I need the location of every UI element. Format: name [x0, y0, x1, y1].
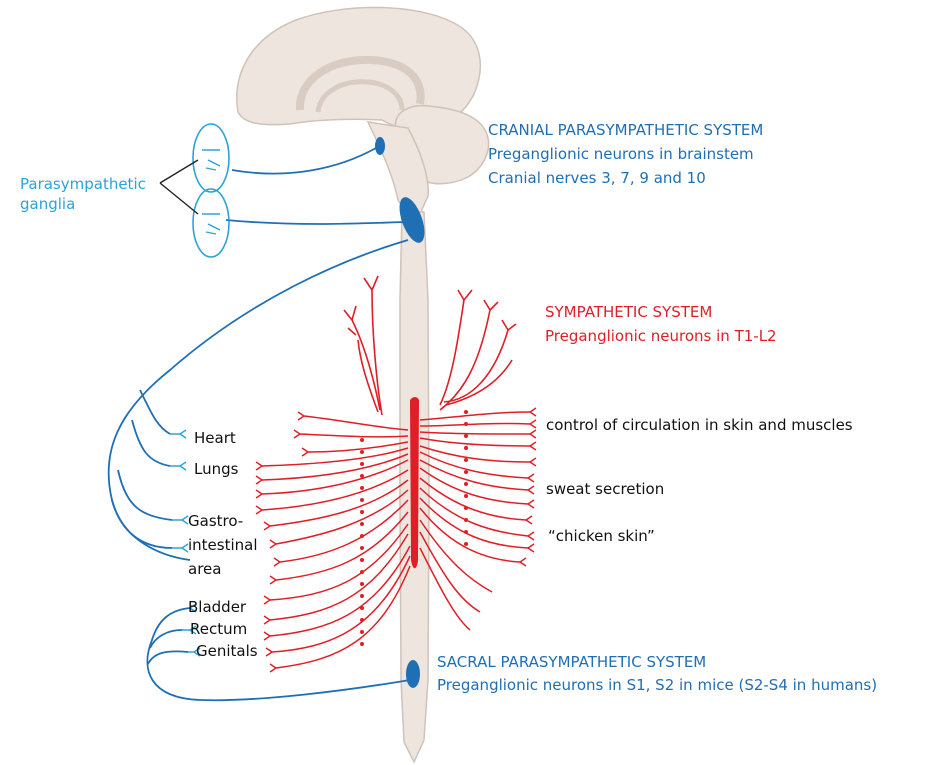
- organ-genitals: Genitals: [196, 643, 258, 660]
- sympathetic-subtitle: Preganglionic neurons in T1-L2: [545, 328, 777, 345]
- organ-heart: Heart: [194, 430, 236, 447]
- organ-gi-line3: area: [188, 561, 221, 578]
- sacral-subtitle: Preganglionic neurons in S1, S2 in mice …: [437, 677, 877, 694]
- sympathetic-cord-column: [410, 397, 419, 568]
- effect-circulation: control of circulation in skin and muscl…: [546, 417, 853, 434]
- sympathetic-left-fibers: [262, 416, 410, 668]
- organ-gi-line1: Gastro-: [188, 513, 243, 530]
- ganglia-label-line2: ganglia: [20, 196, 75, 213]
- cranial-subtitle-2: Cranial nerves 3, 7, 9 and 10: [488, 170, 706, 187]
- sympathetic-title: SYMPATHETIC SYSTEM: [545, 304, 712, 321]
- sacral-nucleus: [406, 660, 420, 688]
- sympathetic-upper-fibers: [344, 276, 516, 415]
- organ-rectum: Rectum: [190, 621, 247, 638]
- cranial-nucleus-small: [375, 137, 385, 155]
- sympathetic-right-fibers: [420, 412, 530, 630]
- cranial-title: CRANIAL PARASYMPATHETIC SYSTEM: [488, 122, 763, 139]
- sacral-title: SACRAL PARASYMPATHETIC SYSTEM: [437, 654, 706, 671]
- effect-chicken-skin: “chicken skin”: [548, 528, 655, 545]
- organ-lungs: Lungs: [194, 461, 238, 478]
- ganglia-label-line1: Parasympathetic: [20, 176, 146, 193]
- organ-gi-line2: intestinal: [188, 537, 258, 554]
- sympathetic-right-terminals: [520, 408, 536, 566]
- sympathetic-left-terminals: [256, 412, 308, 672]
- effect-sweat: sweat secretion: [546, 481, 664, 498]
- cranial-subtitle-1: Preganglionic neurons in brainstem: [488, 146, 754, 163]
- organ-bladder: Bladder: [188, 599, 246, 616]
- parasympathetic-ganglia: [160, 124, 229, 257]
